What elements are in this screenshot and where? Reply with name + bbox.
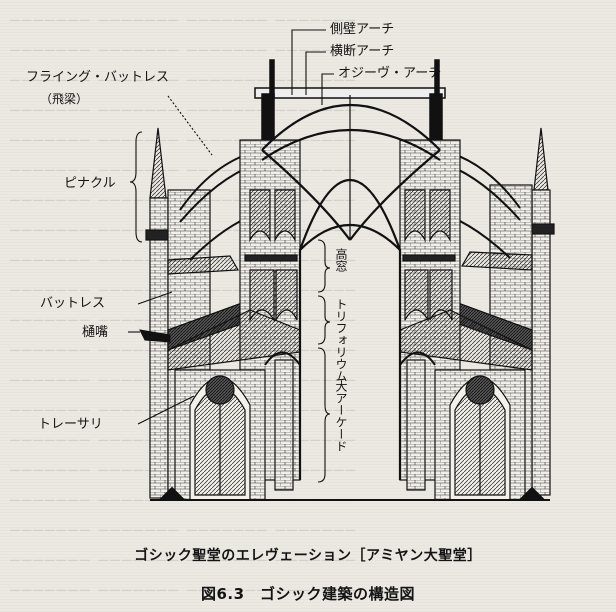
label-transverse-arch: 横断アーチ (330, 44, 395, 59)
label-pinnacle: ピナクル (64, 176, 116, 191)
label-clerestory: 高窓 (334, 248, 348, 272)
ground-line (150, 486, 550, 501)
label-ogee-arch: オジーヴ・アーチ (338, 66, 442, 81)
left-aisle (167, 309, 301, 501)
label-gargoyle: 樋嘴 (82, 325, 109, 340)
label-tracery: トレーサリ (38, 417, 103, 432)
gargoyle-shape (139, 329, 171, 343)
left-pinnacle (145, 127, 173, 499)
label-flying-buttress-alt: （飛梁） (40, 92, 89, 106)
label-triforium: トリフォリウム (334, 298, 348, 382)
figure-subtitle: ゴシック聖堂のエレヴェーション［アミヤン大聖堂］ (134, 548, 482, 564)
right-pinnacle (527, 127, 555, 496)
label-flying-buttress: フライング・バットレス (26, 70, 170, 85)
label-grand-arcade: 大アーケード (334, 380, 348, 452)
leader-lines (128, 29, 334, 483)
label-buttress: バットレス (40, 296, 106, 311)
label-side-wall-arch: 側壁アーチ (330, 22, 395, 37)
central-vault (261, 95, 441, 480)
figure-title: 図6.3 ゴシック建築の構造図 (200, 585, 416, 603)
